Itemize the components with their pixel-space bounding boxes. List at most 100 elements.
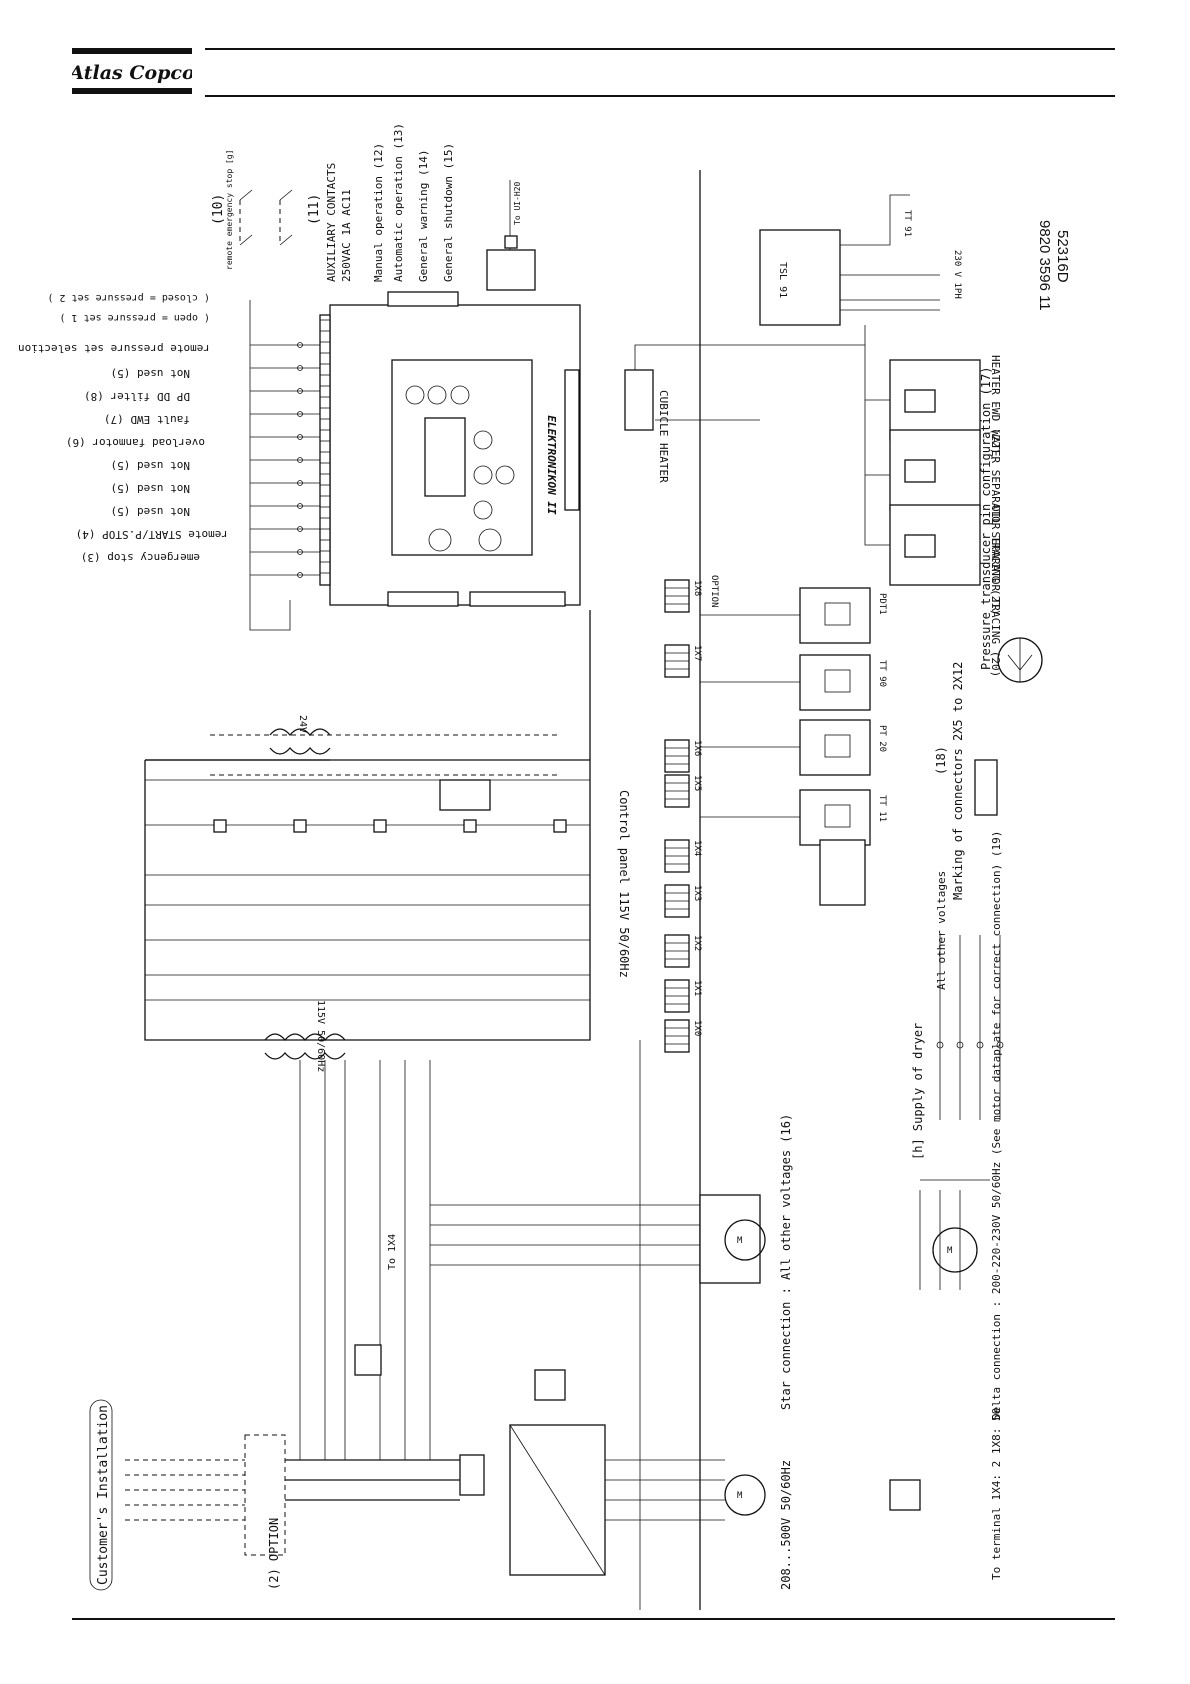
relay-coil [553, 819, 567, 833]
mains-lines [285, 1060, 566, 1501]
customer-installation-label: Customer's Installation [96, 1405, 111, 1585]
controller-e1: ELEKTRONIKON II [319, 249, 581, 607]
svg-text:M: M [947, 1246, 953, 1256]
aux-title: AUXILIARY CONTACTS [325, 163, 338, 282]
label-not-used-4: Not used (5) [111, 505, 190, 518]
cubicle-heater [624, 369, 654, 431]
terminal-block-label: 1X1 [692, 980, 702, 996]
all-other-voltages-label: All other voltages [935, 871, 948, 990]
aux-rating: 250VAC 1A AC11 [340, 189, 353, 282]
input-bus-return [249, 600, 291, 631]
option-2-label: (2) OPTION [267, 1518, 281, 1590]
aux-warning: General warning (14) [417, 150, 430, 282]
sensor-label: PDT1 [877, 593, 887, 615]
input-terminal [297, 411, 303, 417]
input-terminal [297, 342, 303, 348]
terminal-block-label: 1X8 [692, 580, 702, 596]
label-not-used-2: Not used (5) [111, 459, 190, 472]
input-terminal [297, 365, 303, 371]
terminal-strip-2x11 [469, 591, 566, 607]
aux-contacts: (11) AUXILIARY CONTACTS 250VAC 1A AC11 M… [211, 123, 522, 282]
label-remote-estop: remote emergency stop [g] [225, 150, 234, 270]
to-ui-h20: To UI-H20 [513, 181, 522, 225]
input-terminal [297, 503, 303, 509]
terminal-block-label: 1X2 [692, 935, 702, 951]
sensor-label: TT 11 [877, 795, 887, 822]
transducer-label: Pressure transducer pin configuration (1… [979, 367, 993, 670]
input-terminal [297, 549, 303, 555]
tsl91-block [759, 229, 841, 326]
option-circuit [210, 734, 560, 776]
cubicle-heater-label: CUBICLE HEATER [657, 390, 670, 483]
dryer-terminal [996, 1041, 1004, 1049]
key-f1 [495, 465, 515, 485]
aux-manual: Manual operation (12) [372, 143, 385, 282]
terminal-block-label: 1X6 [692, 740, 702, 756]
label-not-used-3: Not used (5) [111, 482, 190, 495]
key-3 [450, 385, 470, 405]
input-terminal [297, 434, 303, 440]
terminal-strip-inputs [319, 314, 331, 586]
to-1x4-label: To 1X4 [387, 1234, 398, 1270]
controller-display [424, 417, 466, 497]
contactor-k21 [354, 1344, 382, 1376]
relay-coil [213, 819, 227, 833]
atlas-copco-logo: Atlas Copco [72, 48, 192, 94]
input-labels: remote emergency stop [g] remote pressur… [18, 150, 234, 564]
dryer-supply-wiring [936, 935, 1004, 1120]
contact-symbol [239, 189, 253, 201]
sensor-box [799, 654, 871, 711]
delta-connection-label: Delta connection : 200-220-230V 50/60Hz … [990, 831, 1003, 1420]
transformer-t2: 24V [269, 715, 331, 755]
sensor-element [824, 734, 851, 758]
terminal-block-label: 1X5 [692, 775, 702, 791]
heater-element-r5 [904, 389, 936, 413]
contact-symbol [279, 189, 293, 201]
control-panel-label: Control panel 115V 50/60Hz [617, 790, 631, 978]
label-not-used-1: Not used (5) [111, 367, 190, 380]
svg-text:Atlas Copco: Atlas Copco [72, 62, 192, 84]
header-rule-bottom [205, 95, 1115, 97]
control-rungs [145, 734, 590, 1001]
main-drive: M 208...500V 50/60Hz [459, 1424, 793, 1590]
header-rule-top [205, 48, 1115, 50]
terminal-strip-2x10 [387, 591, 459, 607]
sensor-option-label: OPTION [709, 575, 719, 608]
fan-motor-star: M Star connection : All other voltages (… [430, 1114, 793, 1410]
input-terminal [297, 388, 303, 394]
key-f2 [473, 465, 493, 485]
supply-dryer-label: [h] Supply of dryer [911, 1023, 925, 1160]
drawing-code: 52316D [1054, 230, 1071, 283]
relay-coil [463, 819, 477, 833]
connector-marking-symbol [974, 759, 998, 816]
star-connection-label: Star connection : All other voltages (16… [779, 1114, 793, 1410]
fan-motor-delta: M Delta connection : 200-220-230V 50/60H… [919, 831, 1003, 1420]
input-terminal [297, 480, 303, 486]
contact-symbol [279, 234, 293, 246]
sensor-box [799, 789, 871, 846]
svg-text:M: M [737, 1236, 743, 1246]
label-overload-fan: overload fanmotor (6) [66, 436, 205, 449]
key-2 [427, 385, 447, 405]
sensors: PDT1 TT 90 PT 20 TT 11 [700, 587, 887, 846]
dryer-terminal [956, 1041, 964, 1049]
dryer-terminal [936, 1041, 944, 1049]
input-terminal [297, 526, 303, 532]
label-remote-start: remote START/P.STOP (4) [76, 528, 228, 541]
oil-separator-label: OIL SEPARATOR TRACING (20) [989, 505, 1002, 677]
sensor-label: TT 90 [877, 660, 887, 687]
heater-element-r3 [904, 534, 936, 558]
label-pressure-set: remote pressure set selection [18, 342, 210, 355]
main-motor [724, 1474, 766, 1516]
relay-coil [293, 819, 307, 833]
terminal-component [889, 1479, 921, 1511]
input-terminal [297, 457, 303, 463]
sensor-element [824, 804, 851, 828]
svg-text:M: M [737, 1491, 743, 1501]
line-reactor [459, 1454, 485, 1496]
sensor-element [824, 669, 851, 693]
contact-link [239, 200, 281, 245]
sensor-label: PT 20 [877, 725, 887, 752]
label-open-set1: ( open = pressure set 1 ) [59, 312, 210, 323]
